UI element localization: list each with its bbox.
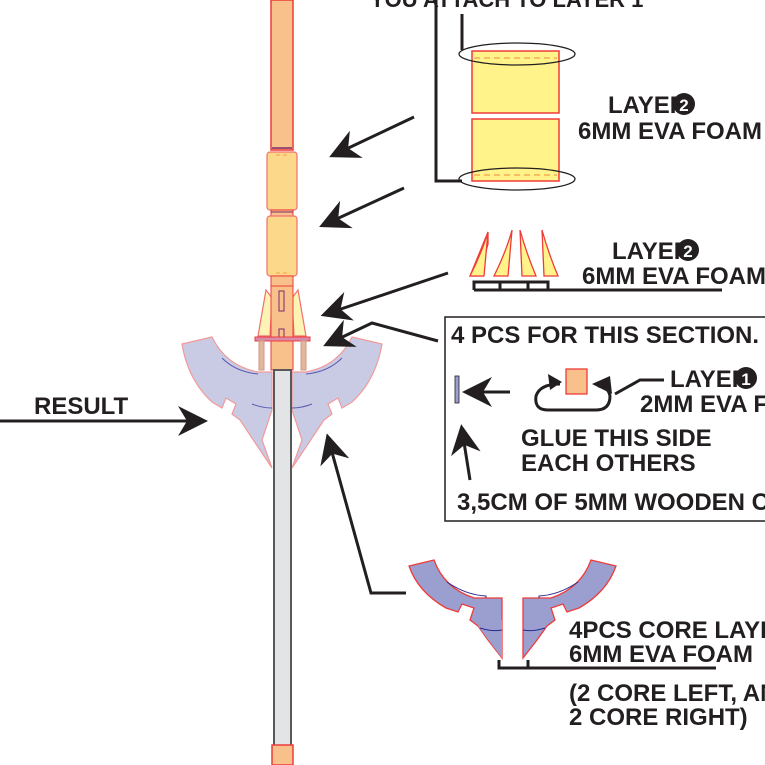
result-label: RESULT (34, 393, 129, 420)
svg-text:6MM EVA FOAM: 6MM EVA FOAM (569, 641, 753, 668)
butt-cap (271, 744, 294, 765)
sleeve-segment-2 (266, 215, 298, 277)
prong-pieces (468, 229, 722, 292)
svg-text:2: 2 (679, 96, 688, 115)
badge-1-icon (735, 367, 757, 389)
top-note: YOU ATTACH TO LAYER 1 (370, 0, 643, 12)
sleeve-label: LAYER 2 6MM EVA FOAM (578, 92, 762, 145)
svg-text:6MM EVA FOAM: 6MM EVA FOAM (582, 263, 765, 290)
prong-piece-2 (492, 229, 513, 277)
svg-text:GLUE THIS SIDE: GLUE THIS SIDE (521, 425, 712, 452)
svg-text:3,5CM OF 5MM WOODEN CHOPSTICK: 3,5CM OF 5MM WOODEN CHOPSTICK (457, 489, 765, 516)
arrow-to-sleeve-1 (329, 115, 415, 158)
spear-assembly (181, 0, 383, 765)
chopstick-piece (454, 375, 460, 404)
sleeve-piece-1 (471, 50, 560, 114)
lower-shaft (273, 369, 292, 749)
prong-label: LAYER 2 6MM EVA FOAM (582, 238, 765, 290)
core-label: 4PCS CORE LAYER 6MM EVA FOAM (2 CORE LEF… (569, 617, 765, 731)
badge-2-icon (677, 239, 699, 261)
svg-text:1: 1 (741, 370, 750, 389)
prong-piece-1 (468, 231, 489, 277)
arrow-from-core (320, 433, 406, 595)
core-left-piece (408, 559, 503, 660)
sleeve-segment-1 (266, 151, 298, 211)
upper-shaft (270, 0, 294, 151)
svg-text:4 PCS FOR THIS SECTION.: 4 PCS FOR THIS SECTION. (451, 322, 759, 349)
sleeve-pieces (434, 0, 576, 191)
svg-text:2 CORE RIGHT): 2 CORE RIGHT) (569, 704, 748, 731)
core-pieces (408, 559, 716, 670)
svg-text:4PCS CORE LAYER: 4PCS CORE LAYER (569, 617, 765, 644)
svg-text:(2 CORE LEFT, AND: (2 CORE LEFT, AND (569, 680, 765, 707)
sleeve-piece-2 (471, 118, 560, 182)
arrow-to-sleeve-2 (319, 186, 405, 229)
glue-edge-ellipse-top (458, 42, 576, 66)
badge-2-icon (673, 93, 695, 115)
svg-text:2: 2 (683, 242, 692, 261)
core-left-light (181, 336, 273, 469)
layer1-square-piece (565, 368, 588, 395)
svg-text:6MM EVA FOAM: 6MM EVA FOAM (578, 118, 762, 145)
core-right-light (291, 336, 383, 469)
arrow-to-prongs (320, 271, 449, 321)
arrow-to-chopsticks (323, 319, 439, 347)
prong-piece-4 (541, 229, 559, 277)
svg-text:2MM EVA FOAM: 2MM EVA FOAM (640, 391, 765, 418)
section-box: 4 PCS FOR THIS SECTION. LAYER 1 2MM EVA … (444, 316, 765, 522)
svg-text:EACH OTHERS: EACH OTHERS (521, 450, 696, 477)
glue-edge-ellipse-bottom (458, 167, 576, 191)
callout-arrows (0, 115, 449, 595)
core-right-piece (522, 559, 617, 660)
prong-piece-3 (519, 229, 537, 277)
